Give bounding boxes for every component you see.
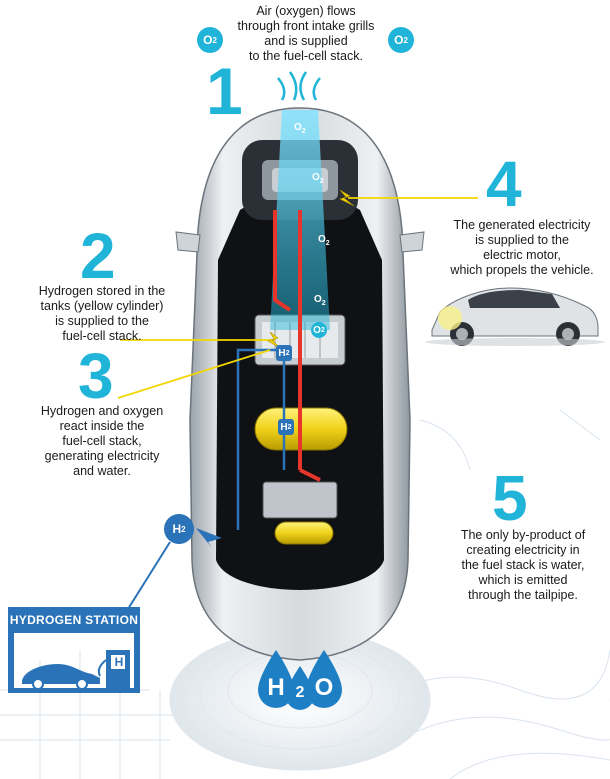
step-4-text: The generated electricity is supplied to… <box>450 218 594 277</box>
step-1-number: 1 <box>206 54 243 128</box>
step-2-text: Hydrogen stored in the tanks (yellow cyl… <box>38 284 166 343</box>
hydrogen-station-sign: HYDROGEN STATION <box>8 607 140 633</box>
air-intake-arrows <box>277 71 321 101</box>
oxygen-marker: O2 <box>314 294 326 307</box>
step-3-number: 3 <box>78 340 114 412</box>
callout-lines <box>117 197 478 399</box>
step-1-text: Air (oxygen) flows through front intake … <box>237 4 375 63</box>
step-4-number: 4 <box>486 148 522 220</box>
battery-module <box>262 481 338 519</box>
oxygen-marker: O2 <box>294 122 306 135</box>
hydrogen-tank-small <box>274 521 334 545</box>
station-icon <box>8 633 140 693</box>
water-letter-2: 2 <box>295 684 305 701</box>
step-5-text: The only by-product of creating electric… <box>460 528 586 602</box>
pump-letter: H <box>114 655 124 669</box>
water-letter-o: O <box>314 674 334 701</box>
electric-lines <box>273 210 321 482</box>
water-drops <box>258 650 342 710</box>
water-letter-h: H <box>267 674 285 701</box>
side-view-car <box>425 287 605 346</box>
step-2-number: 2 <box>80 220 116 292</box>
step-3-text: Hydrogen and oxygen react inside the fue… <box>40 404 164 478</box>
step-5-number: 5 <box>492 462 528 534</box>
oxygen-marker: O2 <box>312 172 324 185</box>
oxygen-marker: O2 <box>318 234 330 247</box>
